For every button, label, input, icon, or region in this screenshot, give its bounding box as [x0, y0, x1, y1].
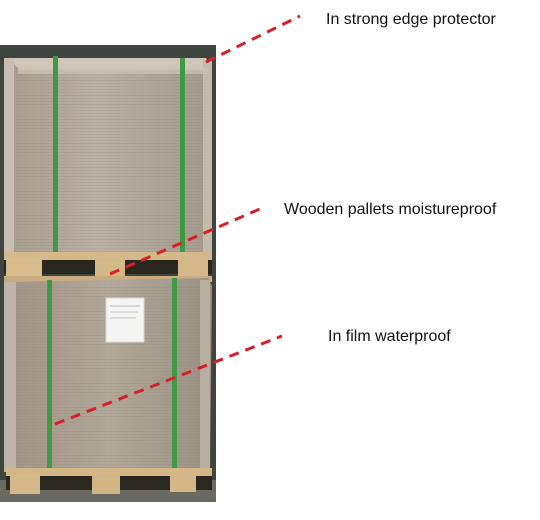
- edge-protector: [203, 60, 212, 252]
- shipping-label: [105, 297, 145, 343]
- leader-line: [109, 206, 263, 276]
- upper-paper-bundle: [4, 56, 212, 256]
- strap: [172, 278, 177, 472]
- strap: [53, 56, 58, 256]
- leader-line: [205, 14, 301, 64]
- callout-wooden-pallets: Wooden pallets moistureproof: [284, 201, 497, 218]
- strap: [180, 58, 185, 256]
- strap: [47, 280, 52, 472]
- edge-protector: [4, 282, 16, 472]
- leader-line: [54, 334, 283, 426]
- callout-film-waterproof: In film waterproof: [328, 328, 451, 345]
- upper-wooden-pallet: [4, 252, 212, 282]
- lower-paper-bundle: [4, 278, 212, 472]
- lower-wooden-pallet: [6, 468, 212, 494]
- edge-protector: [4, 58, 14, 252]
- callout-edge-protector: In strong edge protector: [326, 11, 496, 28]
